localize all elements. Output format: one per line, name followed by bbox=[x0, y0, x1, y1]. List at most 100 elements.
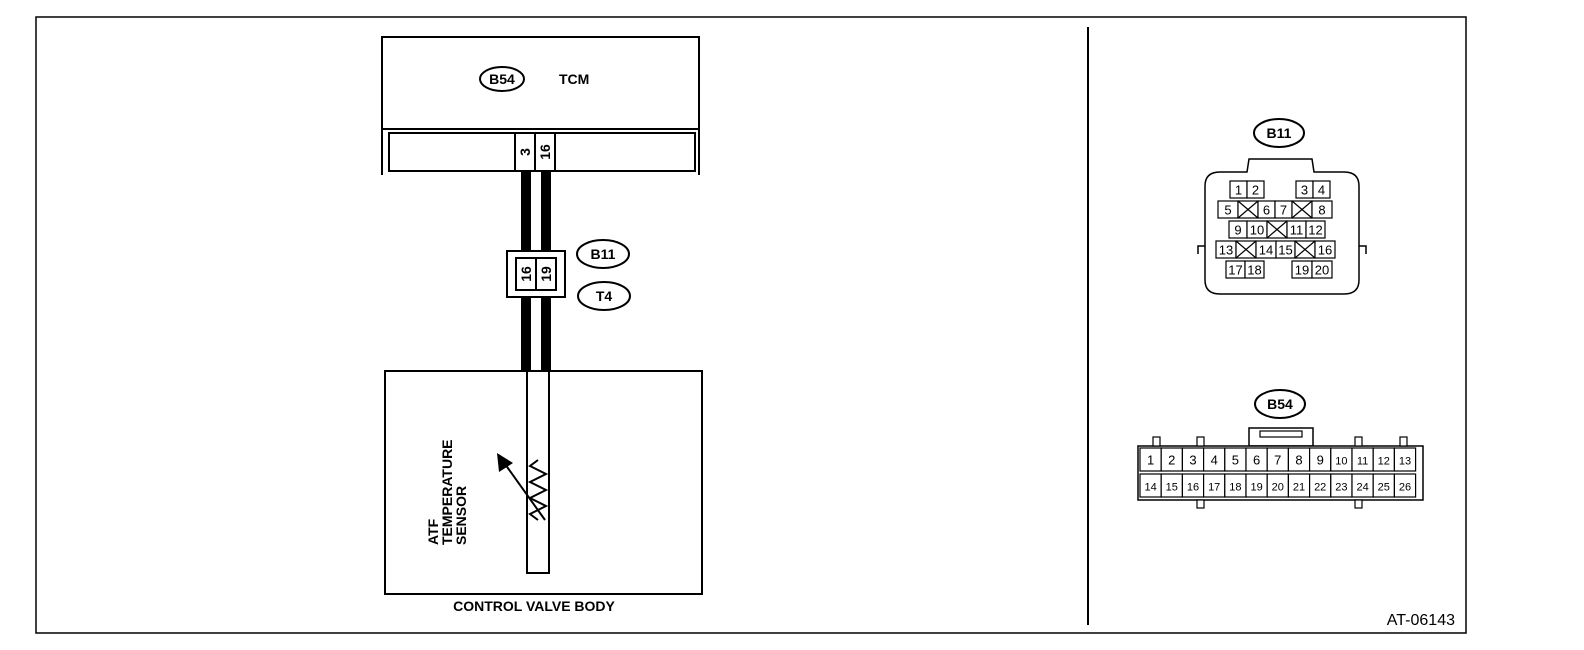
b11-pin-cell bbox=[1314, 240, 1336, 259]
b11-pin-label: 9 bbox=[1234, 223, 1241, 238]
b11-cavity-cross bbox=[1237, 200, 1259, 219]
figure-id: AT-06143 bbox=[1387, 612, 1455, 629]
diagram-frame bbox=[35, 16, 1467, 634]
b11-id-badge bbox=[1253, 118, 1305, 148]
b11-pin-label: 18 bbox=[1247, 263, 1261, 278]
b54-pin-cell bbox=[1393, 447, 1417, 472]
b54-housing-key bbox=[1354, 499, 1363, 509]
b11-cavity-cross bbox=[1235, 240, 1257, 259]
b11-pin-cell bbox=[1312, 180, 1331, 199]
b54-housing-key bbox=[1152, 436, 1161, 447]
b11-pin-label: 12 bbox=[1308, 223, 1322, 238]
b11-pin-cell bbox=[1244, 260, 1265, 279]
b54-pin-cell bbox=[1393, 473, 1417, 498]
harness-wires bbox=[521, 171, 551, 371]
tcm-unit: B54 TCM 3 16 bbox=[381, 36, 700, 175]
b54-pin-label: 5 bbox=[1232, 453, 1239, 468]
wire-lower-right bbox=[541, 291, 551, 371]
b54-pin-label: 18 bbox=[1229, 482, 1241, 494]
b54-pin-label: 4 bbox=[1211, 453, 1218, 468]
b54-id: B54 bbox=[1267, 396, 1293, 412]
b11-pin-cell bbox=[1246, 180, 1265, 199]
b11-pin-label: 6 bbox=[1263, 203, 1270, 218]
b54-pin-label: 19 bbox=[1250, 482, 1262, 494]
b11-cavity-cross bbox=[1266, 220, 1288, 239]
b54-pin-label: 13 bbox=[1399, 456, 1411, 468]
b54-pin-label: 2 bbox=[1168, 453, 1175, 468]
b11-pin-label: 20 bbox=[1315, 263, 1329, 278]
b11-pin-cell bbox=[1311, 260, 1333, 279]
b11-pin-label: 5 bbox=[1224, 203, 1231, 218]
b54-pin-label: 23 bbox=[1335, 482, 1347, 494]
b11-pin-label: 7 bbox=[1280, 203, 1287, 218]
thermistor-symbol bbox=[527, 459, 549, 521]
b11-pin-label: 14 bbox=[1259, 243, 1273, 258]
b54-pin-label: 14 bbox=[1144, 482, 1156, 494]
b54-pin-label: 24 bbox=[1356, 482, 1368, 494]
b11-pin-label: 1 bbox=[1235, 183, 1242, 198]
b11-pin-label: 2 bbox=[1252, 183, 1259, 198]
control-valve-body: ATF TEMPERATURE SENSOR bbox=[384, 370, 703, 595]
b54-pin-label: 10 bbox=[1335, 456, 1347, 468]
b11-id: B11 bbox=[1267, 125, 1292, 141]
wire-upper-left bbox=[521, 171, 531, 257]
joint-connector: 16 19 B11 T4 bbox=[506, 239, 631, 311]
b11-pin-cell bbox=[1311, 200, 1333, 219]
b11-cavity-cross bbox=[1294, 240, 1316, 259]
b54-housing-key bbox=[1354, 436, 1363, 447]
b54-id-badge bbox=[1254, 389, 1306, 419]
b11-pin-label: 13 bbox=[1219, 243, 1233, 258]
b11-pin-label: 8 bbox=[1318, 203, 1325, 218]
b54-pin-label: 15 bbox=[1166, 482, 1178, 494]
joint-terminal-label: 16 bbox=[518, 266, 534, 282]
joint-connector-id: T4 bbox=[596, 288, 613, 304]
b11-pin-label: 16 bbox=[1318, 243, 1332, 258]
b11-pin-cell bbox=[1305, 220, 1326, 239]
b54-pin-label: 25 bbox=[1378, 482, 1390, 494]
b11-pin-label: 11 bbox=[1290, 223, 1304, 238]
tcm-connector-id-badge bbox=[479, 66, 525, 92]
b11-side-tab bbox=[1197, 245, 1205, 254]
tcm-label: TCM bbox=[559, 71, 589, 87]
control-valve-body-label: CONTROL VALVE BODY bbox=[453, 598, 615, 614]
tcm-connector-id: B54 bbox=[489, 71, 515, 87]
b54-housing-key bbox=[1196, 436, 1205, 447]
b54-pin-label: 1 bbox=[1147, 453, 1154, 468]
joint-terminal-cell bbox=[535, 257, 557, 291]
b54-pin-label: 6 bbox=[1253, 453, 1260, 468]
b54-pin-label: 3 bbox=[1189, 453, 1196, 468]
sensor-label: ATF TEMPERATURE SENSOR bbox=[425, 439, 469, 545]
thermistor-arrow-line bbox=[504, 463, 546, 521]
b11-pin-label: 10 bbox=[1250, 223, 1264, 238]
b11-cavity-cross bbox=[1291, 200, 1313, 219]
b11-pin-label: 19 bbox=[1295, 263, 1309, 278]
b54-pin-label: 21 bbox=[1293, 482, 1305, 494]
b54-pin-label: 22 bbox=[1314, 482, 1326, 494]
joint-connector-id: B11 bbox=[591, 246, 616, 262]
sensor-label-line: TEMPERATURE bbox=[439, 439, 455, 545]
b11-pin-label: 4 bbox=[1318, 183, 1325, 198]
thermistor-arrow-head bbox=[497, 453, 513, 472]
b54-pin-label: 9 bbox=[1317, 453, 1324, 468]
sensor-label-line: ATF bbox=[425, 518, 441, 545]
sensor-element bbox=[526, 370, 550, 574]
joint-terminal-label: 19 bbox=[538, 266, 554, 282]
b54-pin-label: 17 bbox=[1208, 482, 1220, 494]
b54-pin-label: 11 bbox=[1357, 456, 1368, 468]
b54-pin-label: 20 bbox=[1272, 482, 1284, 494]
b11-pin-label: 17 bbox=[1228, 263, 1242, 278]
wire-upper-right bbox=[541, 171, 551, 257]
b54-pin-label: 26 bbox=[1399, 482, 1411, 494]
b54-pin-label: 7 bbox=[1274, 453, 1281, 468]
b54-latch-inner bbox=[1259, 430, 1303, 438]
b54-pin-label: 12 bbox=[1378, 456, 1390, 468]
b54-pin-label: 8 bbox=[1295, 453, 1302, 468]
tcm-terminal-label: 16 bbox=[537, 144, 553, 160]
sensor-label-line: SENSOR bbox=[453, 486, 469, 545]
joint-connector-id-badge bbox=[577, 281, 631, 311]
